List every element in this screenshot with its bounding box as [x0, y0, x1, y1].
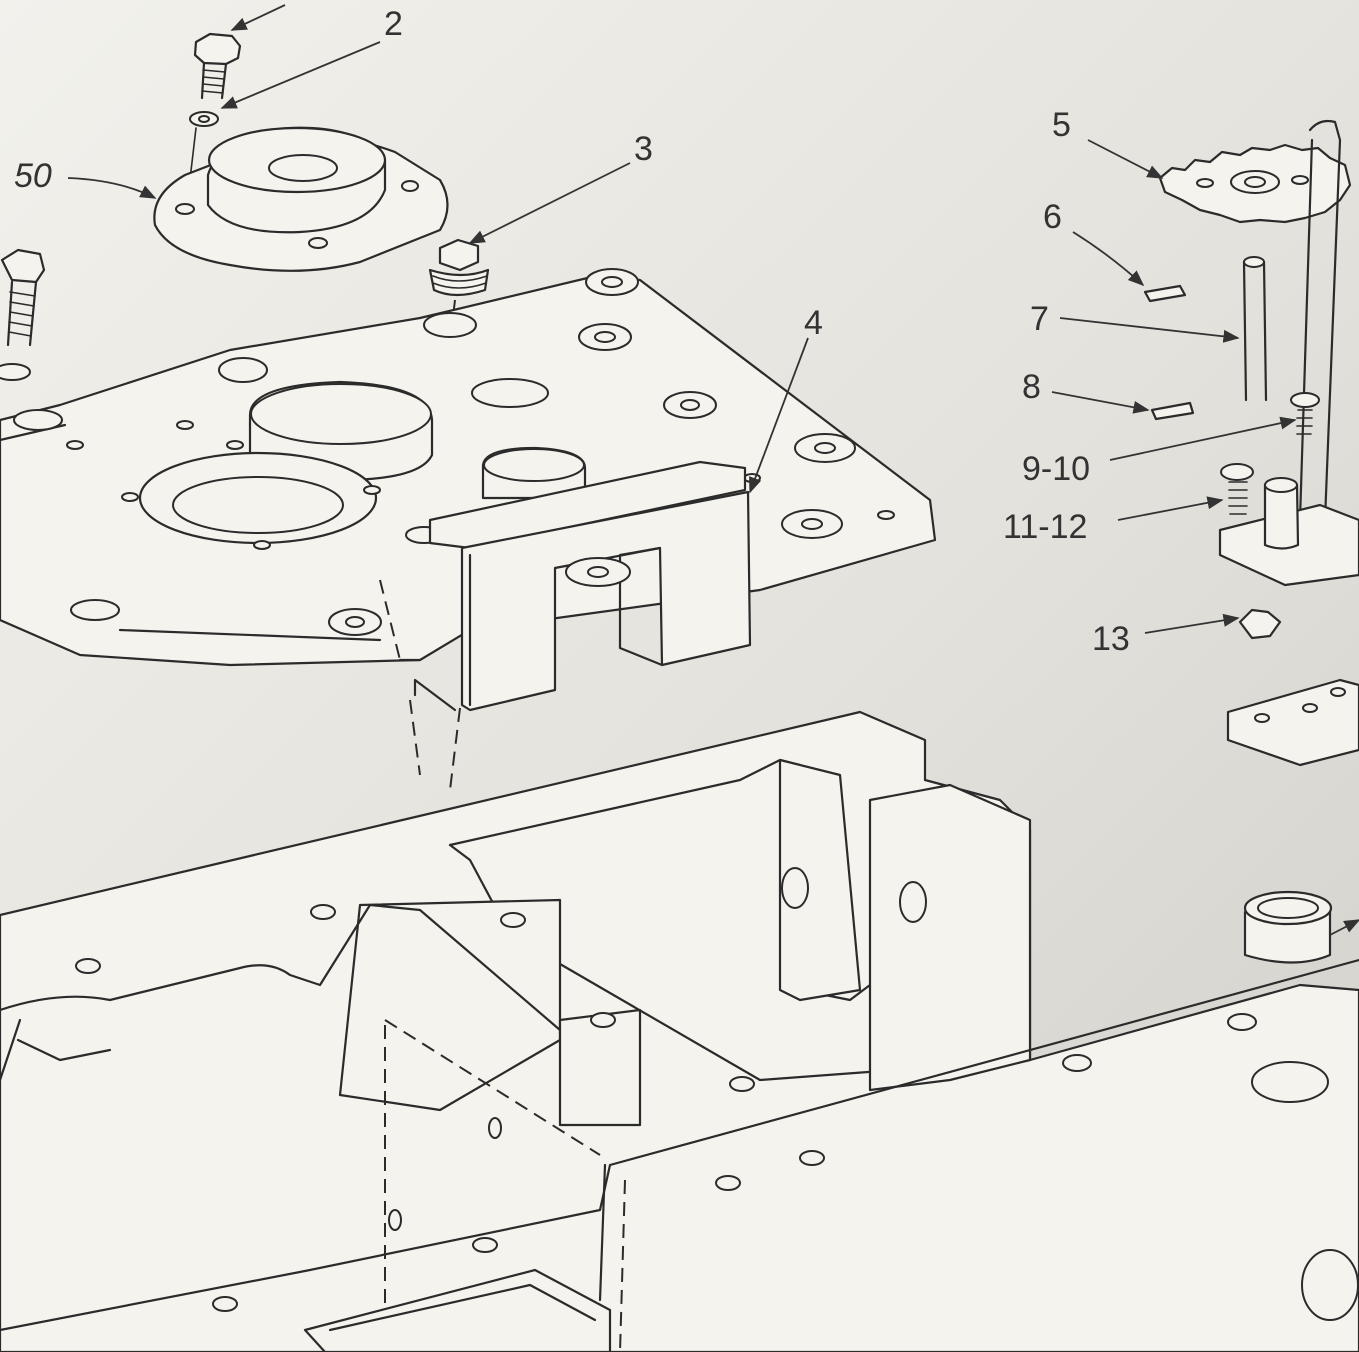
callout-2: 2: [384, 5, 403, 43]
left-bolt: [0, 248, 46, 381]
callout-6: 6: [1043, 198, 1062, 236]
callout-5: 5: [1052, 106, 1071, 144]
cover-plate: [153, 126, 449, 272]
shift-bracket: [379, 460, 752, 791]
callout-7: 7: [1030, 300, 1049, 338]
callout-4: 4: [804, 304, 823, 342]
callout-labels: 2 50 3 4 5 6 7 8 9-10 11-12 13: [14, 5, 1130, 658]
callout-50: 50: [14, 157, 52, 195]
top-bolt: [188, 32, 242, 189]
transmission-housing: [0, 710, 1359, 1352]
callout-8: 8: [1022, 368, 1041, 406]
shift-lever-assembly: [1143, 119, 1359, 767]
callout-leaders: [67, 4, 1359, 936]
pipe-plug: [428, 238, 490, 511]
bushing: [1243, 890, 1333, 964]
callout-13: 13: [1092, 620, 1130, 658]
callout-11-12: 11-12: [1003, 508, 1087, 546]
callout-3: 3: [634, 130, 653, 168]
callout-9-10: 9-10: [1022, 450, 1090, 488]
